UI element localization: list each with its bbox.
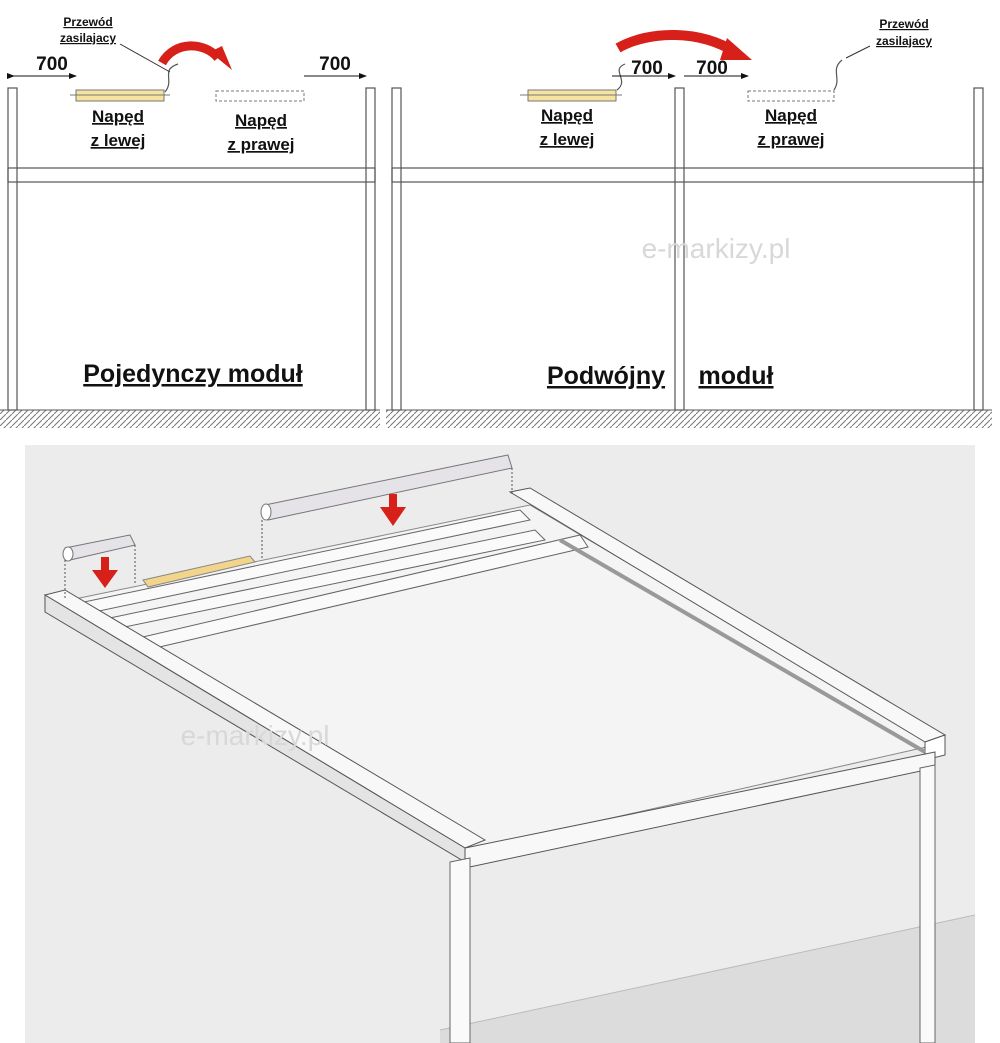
double-module-title: Podwójny [547,362,665,390]
single-cable-pointer [119,43,171,73]
single-motor-right-ghost [215,90,305,102]
double-motor-right-ghost [747,90,835,102]
drive-right-label: z prawej [757,130,824,149]
move-arrow-icon [158,41,222,66]
dimension-label: 700 [319,54,351,75]
ground-hatch [386,410,992,428]
drive-left-label: z lewej [540,130,595,149]
cable-label: Przewód [879,17,928,31]
single-motor-left [70,89,170,102]
drive-left-label: Napęd [92,107,144,126]
double-module-frame [386,87,992,428]
drive-left-label: z lewej [91,131,146,150]
dimension-label: 700 [696,58,728,79]
cable-label: zasilajacy [60,31,116,45]
down-arrow-icon [380,494,406,526]
floor [440,915,975,1043]
move-arrow-icon [615,30,738,57]
cable-label: Przewód [63,15,112,29]
single-module-title: Pojedynczy moduł [83,360,303,388]
drive-right-label: Napęd [235,111,287,130]
double-motor-left [520,89,622,102]
single-module-frame [0,87,380,428]
drive-right-label: Napęd [765,106,817,125]
watermark: e-markizy.pl [642,233,791,264]
double-module-title: moduł [699,362,774,390]
dimension-label: 700 [631,58,663,79]
down-arrow-icon [92,557,118,588]
cable-label: zasilajacy [876,34,932,48]
motor-yellow [142,555,256,588]
ground-hatch [0,410,380,428]
pergola-3d-view: e-markizy.pl [25,445,976,1043]
watermark: e-markizy.pl [181,720,330,751]
single-cable [164,63,179,93]
drive-right-label: z prawej [227,135,294,154]
dimension-label: 700 [36,54,68,75]
drive-left-label: Napęd [541,106,593,125]
